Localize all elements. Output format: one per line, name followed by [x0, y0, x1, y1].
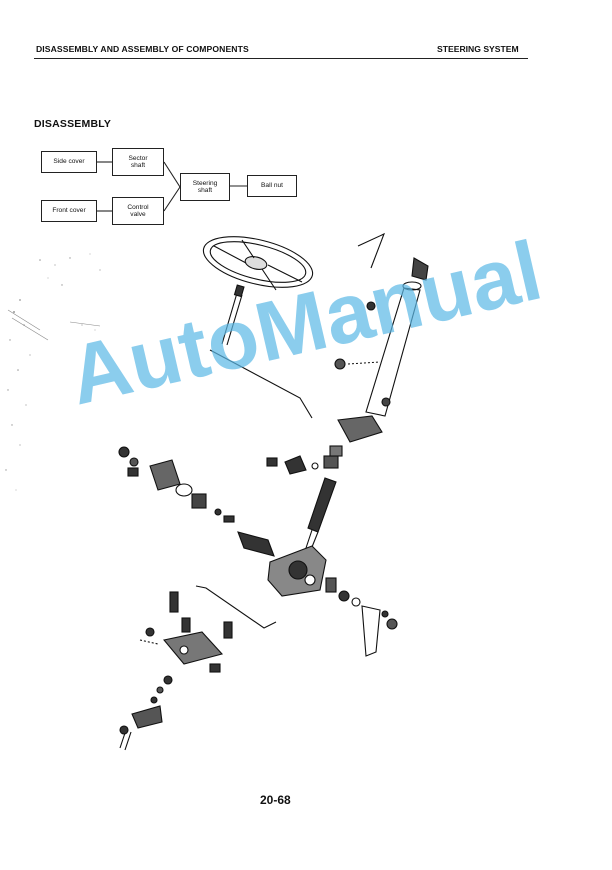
flow-box-control-valve: Control valve [112, 197, 164, 225]
lower-parts [119, 675, 173, 751]
springs-part [169, 591, 233, 639]
valve-small-parts [266, 445, 343, 475]
steering-column-part [334, 257, 429, 417]
steering-exploded-diagram [118, 232, 429, 751]
upper-shaft-part [221, 284, 245, 346]
header-right-title: STEERING SYSTEM [437, 44, 519, 54]
header-rule [34, 58, 528, 60]
flow-box-ball-nut: Ball nut [247, 175, 297, 197]
flow-box-steering-shaft: Steering shaft [180, 173, 230, 201]
flow-label-sector-shaft: Sector shaft [128, 154, 148, 169]
flow-box-front-cover: Front cover [41, 200, 97, 222]
steering-wheel-part [202, 236, 314, 291]
flow-label-steering-shaft: Steering shaft [192, 179, 218, 194]
flow-label-control-valve: Control valve [127, 203, 149, 218]
page-number: 20-68 [260, 793, 291, 807]
flow-box-sector-shaft: Sector shaft [112, 148, 164, 176]
valve-body-part [145, 627, 224, 673]
flow-label-ball-nut: Ball nut [261, 182, 283, 190]
sector-shaft-part [237, 531, 275, 557]
flow-label-side-cover: Side cover [53, 158, 85, 166]
section-title: DISASSEMBLY [34, 118, 112, 130]
flow-box-side-cover: Side cover [41, 151, 97, 173]
scan-noise [5, 253, 101, 491]
left-cover-parts [118, 446, 235, 523]
flow-label-front-cover: Front cover [52, 207, 86, 215]
flowchart-connectors [97, 161, 247, 212]
header-left-title: DISASSEMBLY AND ASSEMBLY OF COMPONENTS [36, 44, 249, 54]
right-side-parts [325, 577, 398, 657]
gear-housing-part [267, 545, 327, 597]
